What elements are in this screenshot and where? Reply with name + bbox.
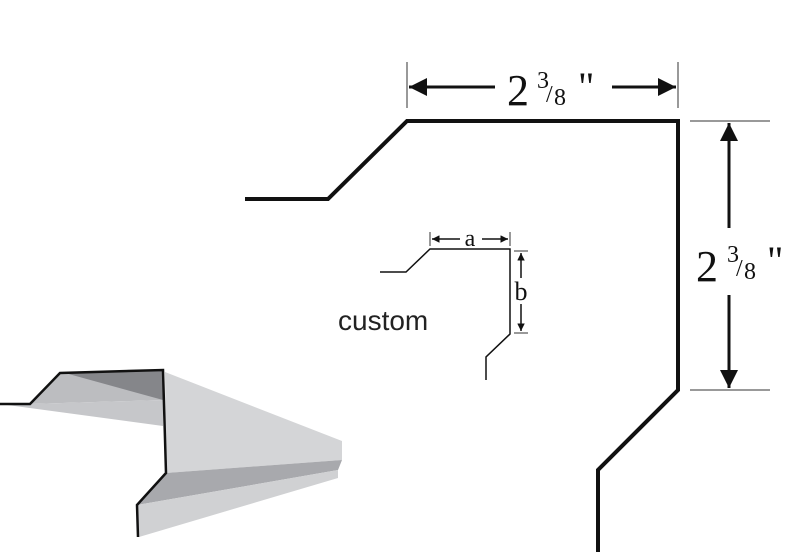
width-numerator: 3 — [537, 68, 549, 94]
width-unit: " — [578, 64, 594, 109]
height-numerator: 3 — [727, 242, 739, 268]
height-whole: 2 — [696, 242, 718, 291]
dim-b-label: b — [515, 277, 528, 306]
main-profile — [245, 119, 680, 552]
custom-profile-diagram: a b custom — [338, 226, 528, 380]
height-fraction-slash: / — [736, 256, 743, 282]
width-denominator: 8 — [554, 85, 566, 111]
width-whole: 2 — [507, 66, 529, 115]
face-vertical — [165, 372, 342, 473]
width-fraction-slash: / — [546, 82, 553, 108]
flashing-3d-illustration — [0, 368, 342, 538]
custom-label: custom — [338, 305, 428, 336]
height-dimension: 2 3 / 8 " — [690, 120, 783, 391]
face-bottom-fold — [137, 460, 342, 505]
height-unit: " — [767, 238, 783, 283]
height-denominator: 8 — [744, 259, 756, 285]
face-bottom-lip — [137, 470, 338, 537]
custom-profile — [380, 248, 511, 380]
face-top-dark — [65, 370, 163, 400]
width-dimension: 2 3 / 8 " — [406, 62, 679, 115]
dim-a-label: a — [465, 226, 476, 252]
profile-outline — [0, 368, 168, 538]
face-hem-edge — [0, 400, 163, 426]
